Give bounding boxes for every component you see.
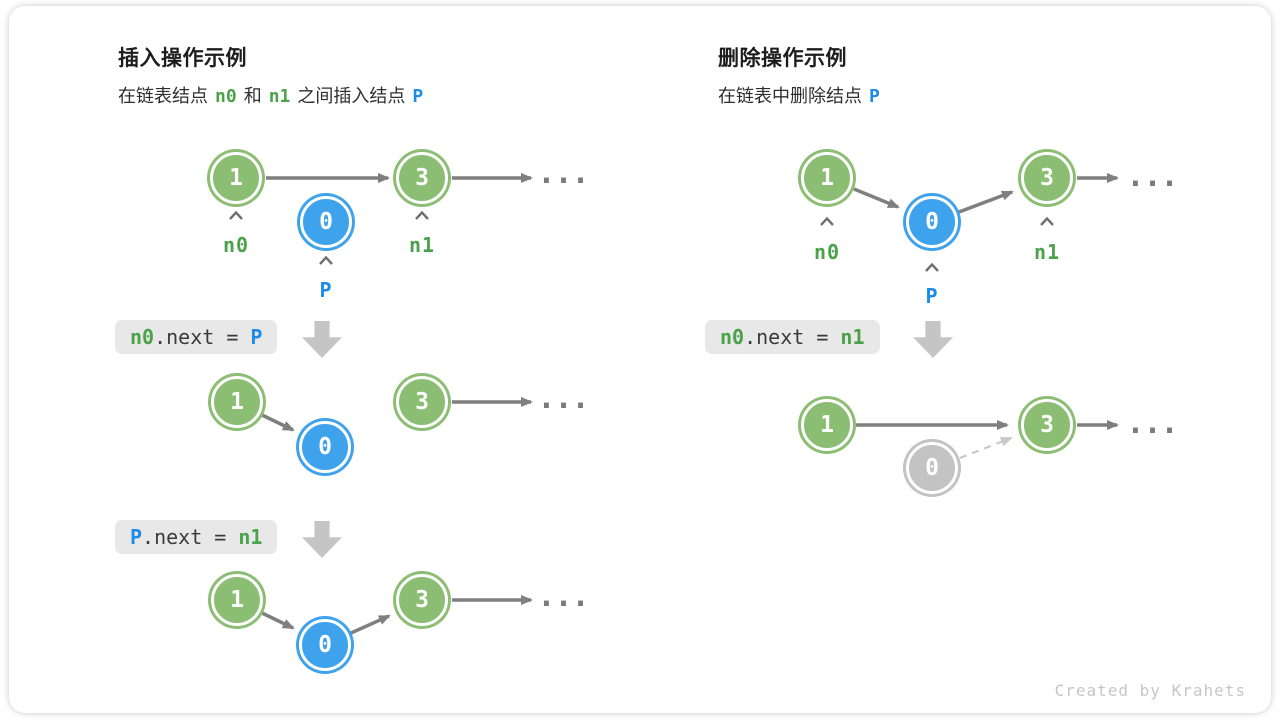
node-value: 1 xyxy=(230,587,244,613)
code-statement-delete-1: n0.next = n1 xyxy=(705,320,880,354)
node-value: 3 xyxy=(415,389,429,415)
insert2-node-3: 3 xyxy=(396,574,448,626)
delete0-node-p: 0 xyxy=(906,196,958,248)
node-value: 1 xyxy=(230,389,244,415)
insert1-node-1: 1 xyxy=(211,376,263,428)
insert0-node-1: 1 xyxy=(210,152,262,204)
delete1-node-p-removed: 0 xyxy=(906,442,958,494)
ellipsis-dots: ... xyxy=(537,156,589,191)
code-var: n1 xyxy=(840,325,865,349)
caret-up-icon xyxy=(925,262,939,272)
insert1-node-p: 0 xyxy=(299,421,351,473)
canvas-card xyxy=(9,6,1271,713)
ellipsis-dots: ... xyxy=(537,381,589,416)
delete-section-title: 删除操作示例 xyxy=(718,47,847,70)
code-op: .next = xyxy=(154,325,251,349)
node-value: 0 xyxy=(318,434,332,460)
caret-up-icon xyxy=(415,210,429,220)
code-var: n0 xyxy=(130,325,155,349)
caret-up-icon xyxy=(229,210,243,220)
insert-section-title: 插入操作示例 xyxy=(118,47,247,70)
pointer-label-p: P xyxy=(925,284,939,308)
code-var: n1 xyxy=(238,525,263,549)
pointer-label-p: P xyxy=(319,278,333,302)
subtitle-text-pre: 在链表结点 xyxy=(118,86,208,106)
node-value: 1 xyxy=(820,165,834,191)
node-value: 0 xyxy=(925,455,939,481)
delete0-node-1: 1 xyxy=(801,152,853,204)
code-statement-insert-2: P.next = n1 xyxy=(115,520,278,554)
insert2-node-1: 1 xyxy=(211,574,263,626)
code-op: .next = xyxy=(744,325,841,349)
delete1-node-1: 1 xyxy=(801,399,853,451)
code-var: P xyxy=(250,325,263,349)
delete-section-subtitle: 在链表中删除结点 P xyxy=(718,82,887,108)
caret-up-icon xyxy=(1040,216,1054,226)
subtitle-text-mid: 和 xyxy=(243,86,262,106)
subtitle-var-n1: n1 xyxy=(268,86,291,107)
insert-section-subtitle: 在链表结点 n0 和 n1 之间插入结点 P xyxy=(118,82,430,108)
ellipsis-dots: ... xyxy=(537,579,589,614)
code-var: P xyxy=(130,525,143,549)
code-var: n0 xyxy=(720,325,745,349)
node-value: 1 xyxy=(820,412,834,438)
pointer-label-n0: n0 xyxy=(222,233,250,257)
subtitle-var-p: P xyxy=(412,86,424,107)
node-value: 1 xyxy=(229,165,243,191)
subtitle-text-pre: 在链表中删除结点 xyxy=(718,86,862,106)
node-value: 3 xyxy=(1040,165,1054,191)
code-op: .next = xyxy=(142,525,239,549)
insert2-node-p: 0 xyxy=(299,619,351,671)
node-value: 0 xyxy=(318,632,332,658)
subtitle-var-n0: n0 xyxy=(215,86,237,107)
ellipsis-dots: ... xyxy=(1126,159,1178,194)
ellipsis-dots: ... xyxy=(1126,406,1178,441)
footer-credit: Created by Krahets xyxy=(1054,681,1246,700)
caret-up-icon xyxy=(319,255,333,265)
delete0-node-3: 3 xyxy=(1021,152,1073,204)
caret-up-icon xyxy=(820,216,834,226)
node-value: 3 xyxy=(1040,412,1054,438)
subtitle-text-post: 之间插入结点 xyxy=(297,86,406,106)
node-value: 3 xyxy=(415,587,429,613)
node-value: 0 xyxy=(925,209,939,235)
pointer-label-n1: n1 xyxy=(1033,240,1061,264)
pointer-label-n1: n1 xyxy=(408,233,436,257)
subtitle-var-p: P xyxy=(869,86,880,107)
code-statement-insert-1: n0.next = P xyxy=(115,320,278,354)
node-value: 3 xyxy=(415,165,429,191)
delete1-node-3: 3 xyxy=(1021,399,1073,451)
insert1-node-3: 3 xyxy=(396,376,448,428)
pointer-label-n0: n0 xyxy=(813,240,841,264)
node-value: 0 xyxy=(319,209,333,235)
insert0-node-3: 3 xyxy=(396,152,448,204)
insert0-node-p: 0 xyxy=(300,196,352,248)
